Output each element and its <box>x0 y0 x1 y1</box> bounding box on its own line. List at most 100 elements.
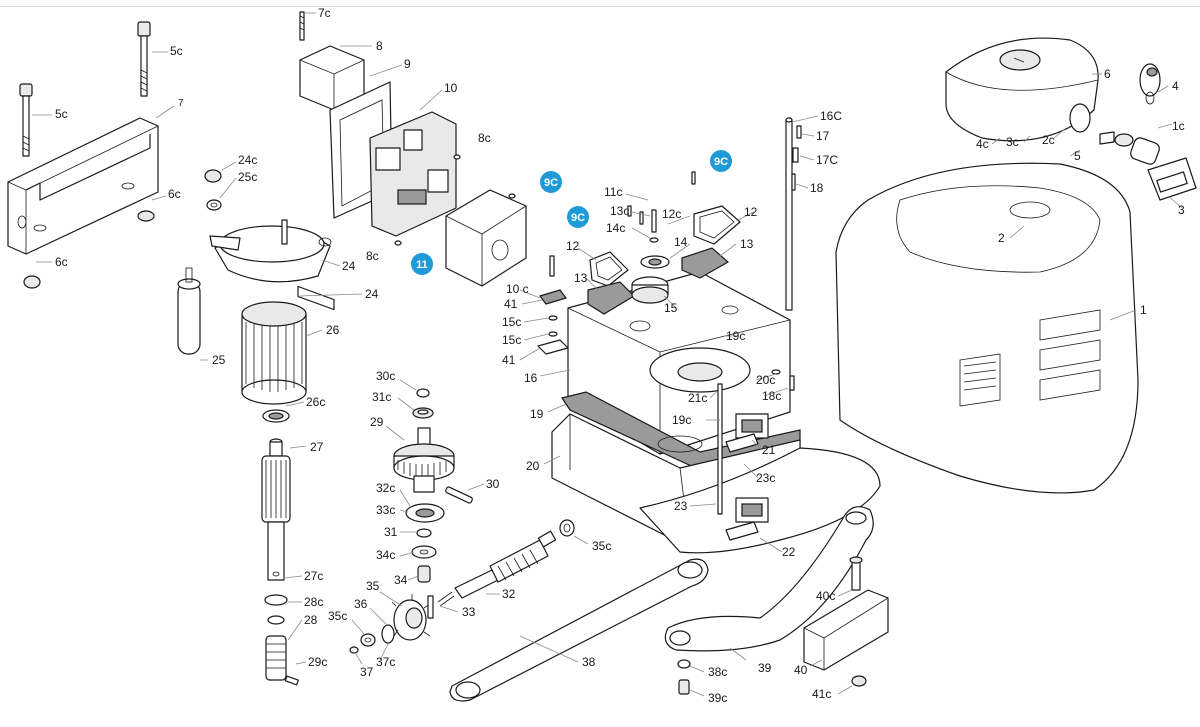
worm-shaft-32 <box>454 530 557 599</box>
label-1c: 1c <box>1172 119 1185 133</box>
screw-7c <box>299 11 305 41</box>
label-19: 19 <box>530 407 544 421</box>
label-10: 10 <box>444 81 458 95</box>
label-40c: 40c <box>816 589 835 603</box>
label-14c: 14c <box>606 221 625 235</box>
bracket-23c <box>725 433 759 541</box>
label-39: 39 <box>758 661 772 675</box>
ring-35c-small <box>360 633 376 647</box>
label-41c: 41c <box>812 687 831 701</box>
bearing-14 <box>640 255 670 269</box>
label-35c-b: 35c <box>592 539 611 553</box>
bolt-34 <box>417 565 431 583</box>
pin-35 <box>427 595 434 619</box>
stator-26 <box>241 301 307 405</box>
main-housing-1 <box>835 162 1139 494</box>
badge-11: 11 <box>411 253 433 275</box>
washer-38c <box>677 659 691 669</box>
radio-module-11 <box>445 189 527 287</box>
limit-switch-21-lower <box>735 497 769 523</box>
circuit-board-10 <box>369 111 457 237</box>
plate-13-left <box>587 281 635 315</box>
screw-8c-top <box>453 154 461 160</box>
bearing-26c <box>262 409 290 423</box>
pin-37 <box>349 646 359 654</box>
nut-41c <box>851 675 867 687</box>
arm-39 <box>664 506 874 652</box>
motor-cap-24 <box>209 219 332 283</box>
label-25: 25 <box>212 353 226 367</box>
nut-6c-right <box>137 210 155 222</box>
label-16: 16 <box>524 371 538 385</box>
label-36: 36 <box>354 597 368 611</box>
transformer-8 <box>299 45 365 111</box>
label-15c-a: 15c <box>502 315 521 329</box>
label-38: 38 <box>582 655 596 669</box>
label-34: 34 <box>394 573 408 587</box>
label-10c: 10 c <box>506 282 529 296</box>
ring-35c <box>559 519 575 537</box>
key-4 <box>1139 63 1161 105</box>
key-3 <box>1147 157 1197 201</box>
screw-8c-bottom <box>394 240 402 246</box>
svg-text:9C: 9C <box>544 177 558 189</box>
label-1: 1 <box>1140 303 1147 317</box>
label-14: 14 <box>674 235 688 249</box>
label-23c: 23c <box>756 471 775 485</box>
label-19c-b: 19c <box>672 413 691 427</box>
label-2: 2 <box>998 231 1005 245</box>
label-5: 5 <box>1074 149 1081 163</box>
label-13c: 13c <box>610 204 629 218</box>
label-28: 28 <box>304 613 318 627</box>
label-5c-b: 5c <box>55 107 68 121</box>
svg-text:9C: 9C <box>714 156 728 168</box>
rod-16C <box>785 117 793 311</box>
pinion-36 <box>391 594 431 641</box>
label-20: 20 <box>526 459 540 473</box>
lock-parts-1c-3c <box>1099 131 1160 165</box>
label-12-b: 12 <box>744 205 758 219</box>
label-37c: 37c <box>376 655 395 669</box>
label-6: 6 <box>1104 67 1111 81</box>
label-16C: 16C <box>820 109 842 123</box>
label-31: 31 <box>384 525 398 539</box>
label-21c: 21c <box>688 391 707 405</box>
label-32c: 32c <box>376 481 395 495</box>
bolt-40c <box>849 556 863 591</box>
svg-text:9C: 9C <box>571 212 585 224</box>
plate-13-right <box>681 247 730 279</box>
label-39c: 39c <box>708 691 727 705</box>
label-33: 33 <box>462 605 476 619</box>
label-29c: 29c <box>308 655 327 669</box>
svg-text:11: 11 <box>416 259 428 271</box>
bracket-40 <box>803 589 889 671</box>
label-41-b: 41 <box>502 353 516 367</box>
label-35: 35 <box>366 579 380 593</box>
label-25c: 25c <box>238 170 257 184</box>
label-8: 8 <box>376 39 383 53</box>
ring-34c <box>411 545 437 559</box>
label-12c: 12c <box>662 207 681 221</box>
label-9: 9 <box>404 57 411 71</box>
washer-25c <box>206 199 222 211</box>
label-22: 22 <box>782 545 796 559</box>
badge-9C-right: 9C <box>710 150 732 172</box>
label-24c: 24c <box>238 153 257 167</box>
label-27: 27 <box>310 440 324 454</box>
spring-pin-33 <box>437 591 455 607</box>
label-8c-bottom: 8c <box>366 249 379 263</box>
top-cap-6 <box>945 37 1099 142</box>
label-7c: 7c <box>318 6 331 20</box>
bearing-33c <box>405 503 445 523</box>
release-lever-38 <box>449 558 709 702</box>
label-3: 3 <box>1178 203 1185 217</box>
label-31c: 31c <box>372 390 391 404</box>
ring-31c <box>412 407 434 419</box>
label-37: 37 <box>360 665 374 679</box>
label-13-b: 13 <box>740 237 754 251</box>
label-6c-b: 6c <box>55 255 68 269</box>
washer-31 <box>416 528 432 538</box>
bolt-5c-long <box>137 21 151 97</box>
label-19c-a: 19c <box>726 329 745 343</box>
